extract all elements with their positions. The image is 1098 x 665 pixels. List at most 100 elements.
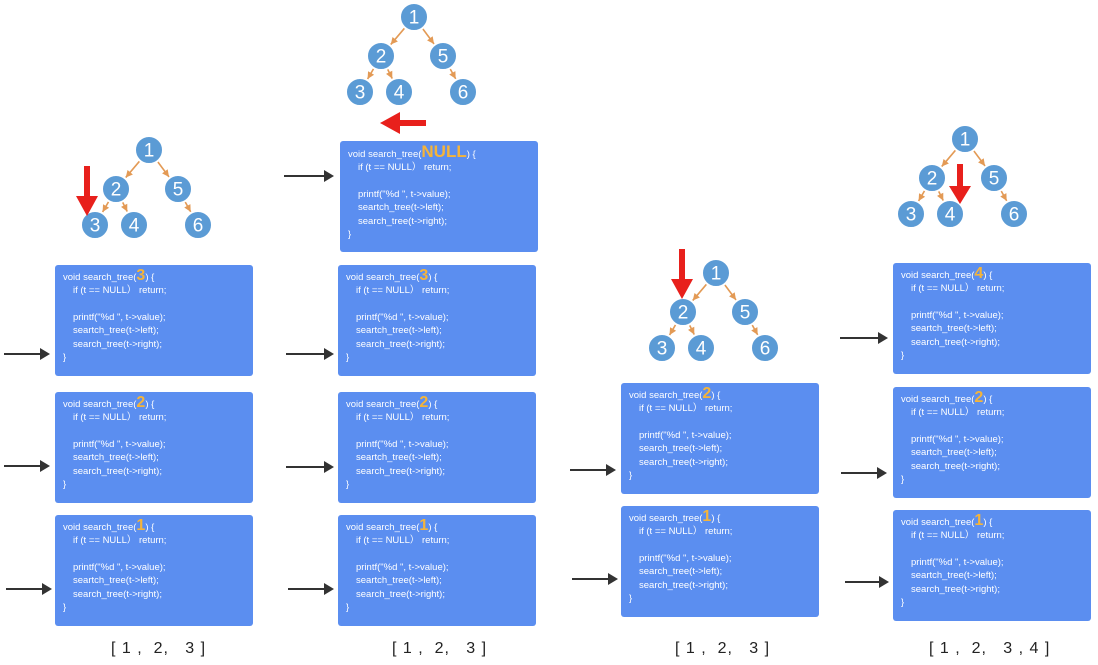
frame-arg: 2 <box>419 394 429 411</box>
tree-node-5: 5 <box>730 297 760 327</box>
code-printf-line: printf("%d ", t->value); <box>73 311 166 323</box>
code-if-line: if (t == NULL） return; <box>911 530 1005 542</box>
frame-pointer-arrow <box>570 464 616 476</box>
frame-header: void search_tree( <box>901 517 975 528</box>
frame-arg: 1 <box>136 517 146 534</box>
tree-node-5: 5 <box>979 163 1009 193</box>
frame-header: void search_tree( <box>901 270 975 281</box>
code-if-line: if (t == NULL） return; <box>73 535 167 547</box>
tree-node-label: 5 <box>989 169 1000 190</box>
tree-node-label: 2 <box>927 169 938 190</box>
code-left-line: seartch_tree(t->left); <box>911 447 997 459</box>
stack-frame: void search_tree(1) { if (t == NULL） ret… <box>338 515 536 626</box>
code-printf-line: printf("%d ", t->value); <box>911 309 1004 321</box>
frame-header: void search_tree( <box>629 390 703 401</box>
code-if-line: if (t == NULL） return; <box>73 412 167 424</box>
stack-frame: void search_tree(2) { if (t == NULL） ret… <box>338 392 536 503</box>
frame-arg: 3 <box>419 267 429 284</box>
tree-node-label: 2 <box>678 303 689 324</box>
tree-node-label: 2 <box>111 180 122 201</box>
frame-pointer-arrow <box>840 332 888 344</box>
tree-node-2: 2 <box>366 41 396 71</box>
tree-edge-arrowhead <box>978 158 986 166</box>
stack-frame: void search_tree(3) { if (t == NULL） ret… <box>338 265 536 376</box>
stack-frame: void search_tree(3) { if (t == NULL） ret… <box>55 265 253 376</box>
frame-arg: 1 <box>974 512 984 529</box>
code-if-line: if (t == NULL） return; <box>639 403 733 415</box>
frame-arg: 1 <box>419 517 429 534</box>
output-list: [ 1 , 2, 3 ] <box>392 640 488 657</box>
tree-edge-arrowhead <box>692 292 700 301</box>
code-right-line: search_tree(t->right); <box>356 588 445 600</box>
stack-frame: void search_tree(2) { if (t == NULL） ret… <box>621 383 819 494</box>
frame-arg: 2 <box>136 394 146 411</box>
tree-node-6: 6 <box>183 210 213 240</box>
tree-node-2: 2 <box>917 163 947 193</box>
tree-node-5: 5 <box>428 41 458 71</box>
tree-node-4: 4 <box>384 77 414 107</box>
tree-node-label: 1 <box>960 130 971 151</box>
output-list: [ 1 , 2, 3 , 4 ] <box>929 640 1051 657</box>
code-left-line: search_tree(t->left); <box>639 566 723 578</box>
stack-frame: void search_tree(1) { if (t == NULL） ret… <box>621 506 819 617</box>
code-right-line: search_tree(t->right); <box>356 465 445 477</box>
frame-pointer-arrow <box>288 583 334 595</box>
tree-edge-arrowhead <box>918 193 926 202</box>
tree-edge-arrowhead <box>688 326 695 335</box>
frame-header: void search_tree( <box>346 272 420 283</box>
frame-header: void search_tree( <box>63 399 137 410</box>
frame-arg: NULL <box>421 142 467 161</box>
code-printf-line: printf("%d ", t->value); <box>73 438 166 450</box>
tree-node-label: 3 <box>906 205 917 226</box>
tree-node-3: 3 <box>647 333 677 363</box>
code-printf-line: printf("%d ", t->value); <box>911 556 1004 568</box>
tree-node-label: 4 <box>394 83 405 104</box>
code-left-line: seartch_tree(t->left); <box>73 325 159 337</box>
code-if-line: if (t == NULL） return; <box>73 285 167 297</box>
tree-node-5: 5 <box>163 174 193 204</box>
tree-edge-arrowhead <box>669 327 677 336</box>
current-node-marker-step-3 <box>671 249 693 299</box>
tree-node-1: 1 <box>701 258 731 288</box>
code-printf-line: printf("%d ", t->value); <box>356 561 449 573</box>
code-right-line: search_tree(t->right); <box>639 456 728 468</box>
current-node-marker-step-4 <box>949 164 971 204</box>
stack-frame: void search_tree(1) { if (t == NULL） ret… <box>893 510 1091 621</box>
tree-node-label: 1 <box>711 264 722 285</box>
code-if-line: if (t == NULL） return; <box>356 535 450 547</box>
code-left-line: seartch_tree(t->left); <box>73 575 159 587</box>
code-left-line: seartch_tree(t->left); <box>358 202 444 214</box>
return-marker-step-2 <box>380 112 426 134</box>
code-right-line: search_tree(t->right); <box>911 583 1000 595</box>
frame-header: void search_tree( <box>63 522 137 533</box>
tree-node-label: 3 <box>657 339 668 360</box>
tree-node-3: 3 <box>345 77 375 107</box>
frame-arg: 3 <box>136 267 146 284</box>
frame-pointer-arrow <box>841 467 887 479</box>
tree-node-label: 6 <box>1009 205 1020 226</box>
tree-node-label: 6 <box>458 83 469 104</box>
tree-node-label: 5 <box>173 180 184 201</box>
tree-node-label: 5 <box>740 303 751 324</box>
tree-edge-arrowhead <box>449 71 456 79</box>
tree-edge-arrowhead <box>386 70 393 79</box>
tree-node-label: 1 <box>409 8 420 29</box>
tree-node-label: 6 <box>760 339 771 360</box>
tree-edge-arrowhead <box>121 203 128 212</box>
tree-edge-arrowhead <box>937 192 944 201</box>
tree-edge-arrowhead <box>941 158 949 167</box>
tree-node-1: 1 <box>134 135 164 165</box>
frame-pointer-arrow <box>284 170 334 182</box>
output-list: [ 1 , 2, 3 ] <box>111 640 207 657</box>
tree-edge-arrowhead <box>427 36 435 44</box>
code-left-line: seartch_tree(t->left); <box>73 452 159 464</box>
tree-node-1: 1 <box>399 2 429 32</box>
tree-node-1: 1 <box>950 124 980 154</box>
tree-edge-arrowhead <box>751 327 758 335</box>
stack-frame: void search_tree(NULL) { if (t == NULL） … <box>340 141 538 252</box>
tree-node-4: 4 <box>119 210 149 240</box>
code-right-line: search_tree(t->right); <box>73 338 162 350</box>
code-left-line: seartch_tree(t->left); <box>911 570 997 582</box>
tree-node-label: 1 <box>144 141 155 162</box>
